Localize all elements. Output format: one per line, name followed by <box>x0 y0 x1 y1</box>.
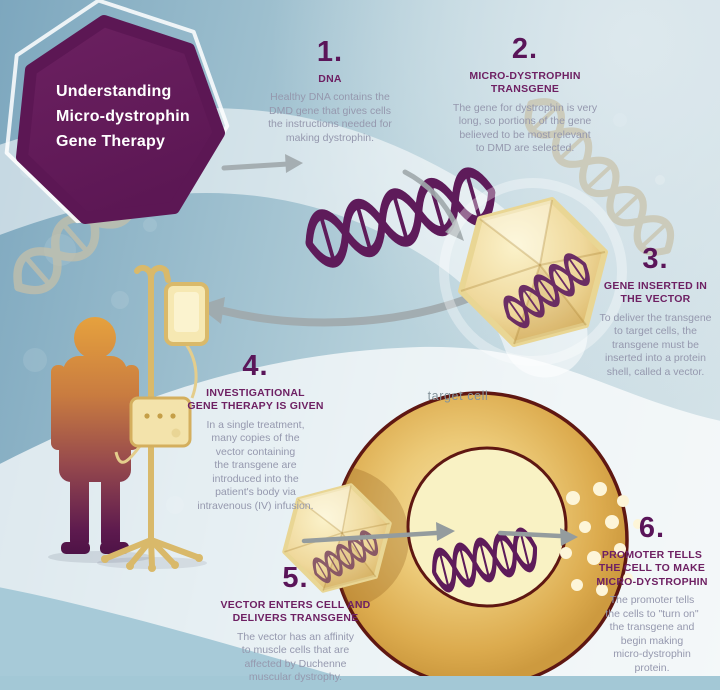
step-4-body: In a single treatment, many copies of th… <box>197 418 314 512</box>
cell-arrows <box>301 522 578 546</box>
step-6: 6. PROMOTER TELLS THE CELL TO MAKE MICRO… <box>583 512 720 675</box>
page-title: Understanding Micro-dystrophin Gene Ther… <box>56 83 190 150</box>
arrow-to-vector-icon <box>402 169 459 229</box>
step-4: 4. INVESTIGATIONAL GENE THERAPY IS GIVEN… <box>173 350 338 513</box>
step-5-body: The vector has an affinity to muscle cel… <box>236 630 355 684</box>
nucleus <box>406 446 568 608</box>
iv-stand-icon <box>97 264 209 572</box>
step-2: 2. MICRO-DYSTROPHIN TRANSGENE The gene f… <box>435 33 615 156</box>
step-5: 5. VECTOR ENTERS CELL AND DELIVERS TRANS… <box>203 562 388 685</box>
arrow-into-nucleus-icon <box>301 530 439 544</box>
step-2-number: 2. <box>511 33 539 65</box>
step-6-heading: PROMOTER TELLS THE CELL TO MAKE MICRO-DY… <box>596 549 708 588</box>
patient-silhouette-icon <box>48 317 152 563</box>
step-2-heading: MICRO-DYSTROPHIN TRANSGENE <box>469 70 581 96</box>
step-5-number: 5. <box>282 562 309 594</box>
protein-dots-icon <box>560 482 643 596</box>
step-6-number: 6. <box>638 512 666 544</box>
step-1-number: 1. <box>316 36 344 68</box>
arrow-to-patient-icon <box>220 284 496 327</box>
step-2-body: The gene for dystrophin is very long, so… <box>452 101 598 155</box>
step-1-heading: DNA <box>318 73 342 85</box>
step-3-heading: GENE INSERTED IN THE VECTOR <box>603 280 708 306</box>
hexagon-fill <box>16 15 225 224</box>
step-3-body: To deliver the transgene to target cells… <box>599 311 712 378</box>
step-3: 3. GENE INSERTED IN THE VECTOR To delive… <box>583 243 720 379</box>
step-4-number: 4. <box>242 350 269 382</box>
step-6-body: The promoter tells the cells to "turn on… <box>605 594 699 674</box>
bottom-wave <box>0 587 386 690</box>
title-hexagon-icon <box>4 0 230 224</box>
bottom-strip <box>0 676 720 690</box>
arrow-step1-icon <box>221 161 291 171</box>
step-3-number: 3. <box>642 243 669 275</box>
target-cell-label: target cell <box>427 389 489 403</box>
step-1-body: Healthy DNA contains the DMD gene that g… <box>268 91 392 144</box>
step-5-heading: VECTOR ENTERS CELL AND DELIVERS TRANSGEN… <box>220 599 371 625</box>
arrow-out-of-nucleus-icon <box>497 530 563 539</box>
vector-halo <box>439 178 627 366</box>
iv-tube <box>184 343 198 399</box>
step-1: 1. DNA Healthy DNA contains the DMD gene… <box>245 36 415 145</box>
step-4-heading: INVESTIGATIONAL GENE THERAPY IS GIVEN <box>187 387 324 413</box>
